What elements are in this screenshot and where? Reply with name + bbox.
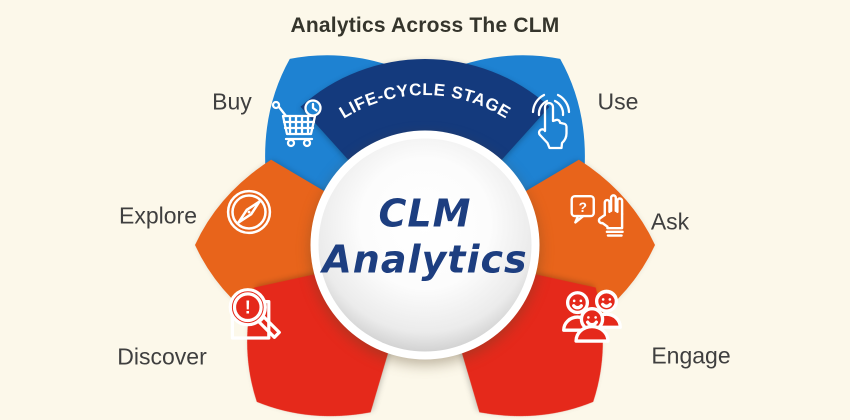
lifecycle-stage-band [300,58,550,165]
label-use: Use [597,88,639,115]
label-explore: Explore [119,202,197,229]
center-circle [318,138,532,352]
wheel-group: LIFE-CYCLE STAGE [195,55,655,417]
compass-icon [226,189,272,235]
label-discover: Discover [117,343,207,370]
center-label: CLM Analytics [322,191,527,282]
petal-engage [460,272,603,417]
question-mark-glyph: ? [579,200,587,215]
page-title: Analytics Across The CLM [290,14,560,37]
exclamation-glyph: ! [245,298,251,318]
label-buy: Buy [212,88,252,115]
question-hand-icon: ? [570,194,624,237]
label-ask: Ask [650,208,690,235]
center-label-line1: CLM [378,191,472,236]
shopping-cart-icon [271,99,322,148]
center-label-line2: Analytics [322,237,528,281]
label-engage: Engage [651,342,731,369]
petal-discover [247,272,390,417]
magnifier-alert-icon: ! [228,288,281,340]
tap-gesture-icon [531,93,571,150]
people-group-icon [562,289,622,343]
